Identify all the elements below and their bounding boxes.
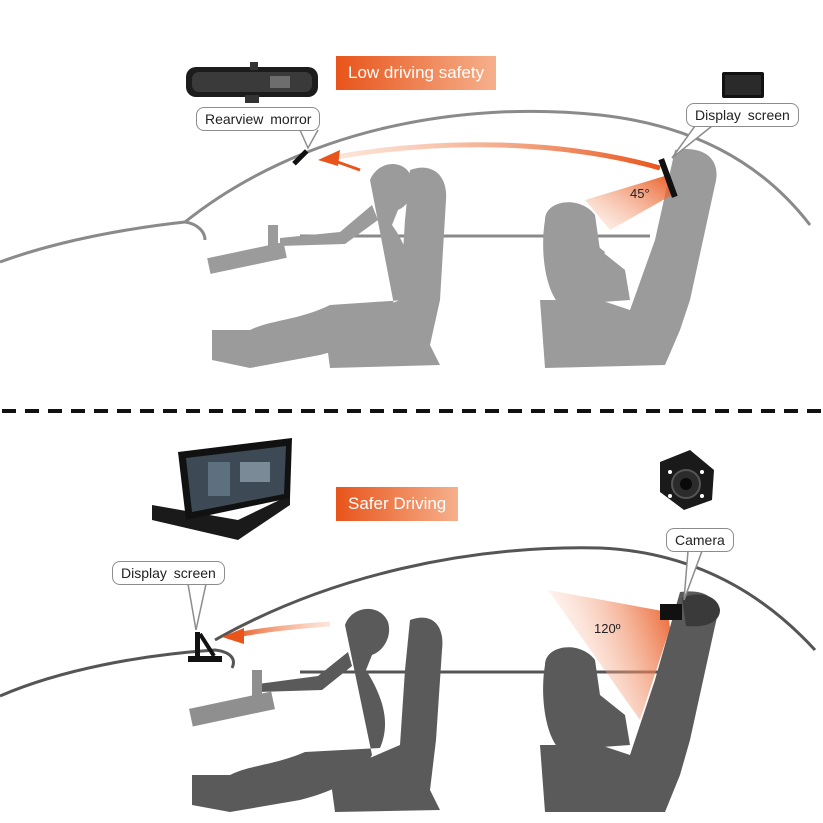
sightline-arrow-bottom — [231, 621, 331, 639]
car-roof-line-top — [184, 109, 812, 226]
bottom-screen-callout-pointer — [187, 583, 207, 631]
safer-driving-banner: Safer Driving — [336, 487, 459, 521]
arrowhead-bottom — [222, 628, 244, 644]
car-hood-line-top — [0, 220, 207, 264]
installed-camera-bottom — [660, 594, 720, 627]
sightline-arrow-top — [329, 142, 661, 171]
car-hood-line-bottom — [0, 648, 235, 698]
car-roof-line-bottom — [214, 546, 817, 652]
bottom-display-screen-callout: Display screen — [112, 561, 225, 585]
top-display-screen-callout: Display screen — [686, 103, 799, 127]
installed-screen-bottom — [188, 632, 222, 662]
backup-camera-icon — [660, 450, 714, 510]
child-seat-silhouette-bottom — [540, 591, 717, 812]
angle-120-label: 120º — [594, 621, 621, 636]
camera-callout: Camera — [666, 528, 734, 552]
child-seat-silhouette-top — [540, 149, 717, 368]
camera-callout-pointer — [683, 550, 703, 601]
camera-beam-120 — [548, 590, 670, 720]
viewing-beam-45 — [585, 175, 672, 230]
arrowhead-top — [318, 150, 340, 166]
rearview-mirror-icon — [186, 62, 318, 103]
bottom-panel — [0, 438, 817, 812]
screen-callout-pointer — [671, 125, 713, 159]
installed-mirror-top — [292, 149, 309, 166]
rearview-mirror-callout: Rearview morror — [196, 107, 321, 131]
top-panel — [0, 62, 812, 368]
driver-silhouette-bottom — [192, 608, 443, 812]
mirror-callout-pointer — [299, 129, 319, 150]
angle-45-label: 45° — [630, 186, 650, 201]
driver-silhouette-top — [207, 163, 447, 368]
low-safety-banner: Low driving safety — [336, 56, 497, 90]
steering-column-bottom — [189, 670, 275, 727]
foldable-monitor-icon — [152, 438, 292, 540]
installed-screen-top — [658, 158, 678, 198]
display-monitor-icon — [722, 72, 764, 98]
